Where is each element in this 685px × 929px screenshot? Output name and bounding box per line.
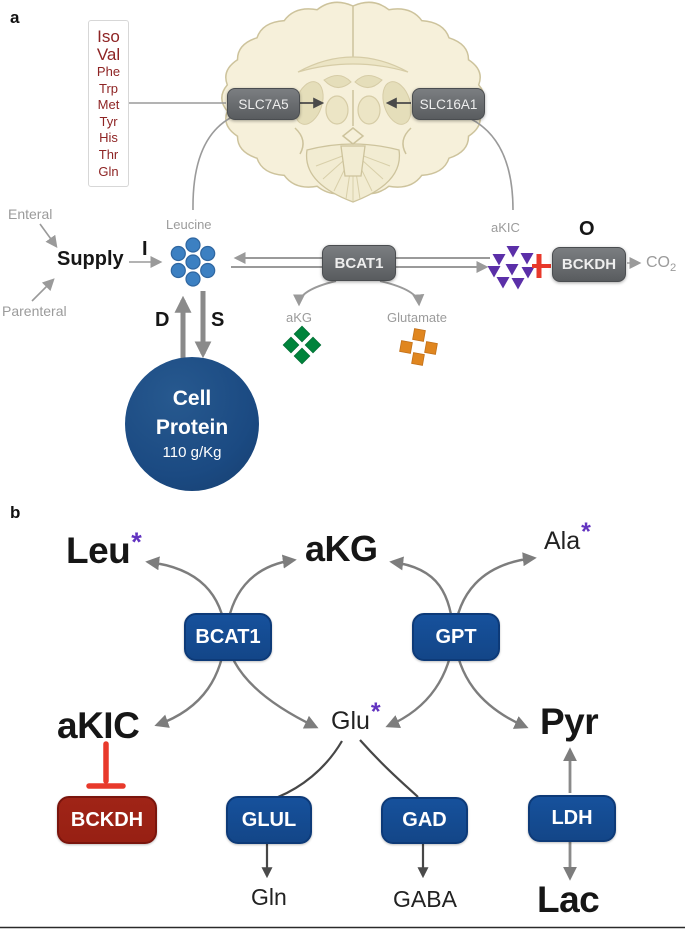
parenteral-label: Parenteral (2, 303, 67, 319)
slc16a1-to-akic-curve (466, 116, 514, 211)
input-flux-label: I (142, 238, 148, 260)
glutamate-label-a: Glutamate (387, 310, 447, 325)
bckdh-enzyme-box-b: BCKDH (57, 796, 157, 844)
cell-protein-line1: Cell (172, 387, 212, 410)
akg-label-b: aKG (305, 528, 378, 569)
supply-label: Supply (57, 248, 124, 270)
parenteral-to-supply-arrow (31, 278, 55, 302)
panel-a-label: a (10, 8, 20, 27)
synthesis-flux-label: S (211, 309, 225, 331)
ldh-enzyme-box: LDH (528, 795, 616, 842)
ala-asterisk: * (581, 518, 591, 546)
cell-protein-line2: Protein (155, 416, 229, 439)
leu-label: Leu* (66, 527, 142, 571)
glu-label: Glu* (331, 698, 381, 735)
gln-label: Gln (251, 884, 287, 910)
amino-acid-his: His (99, 130, 118, 146)
gad-enzyme-box: GAD (381, 797, 468, 844)
glu-asterisk: * (370, 698, 381, 726)
lac-label: Lac (537, 879, 600, 920)
akg-label-a: aKG (286, 310, 313, 325)
amino-acid-tyr: Tyr (99, 113, 118, 129)
pyr-label: Pyr (540, 701, 599, 742)
amino-acid-thr: Thr (98, 146, 119, 162)
degradation-flux-label: D (155, 309, 170, 331)
glu-to-glul-curve (277, 740, 343, 799)
amino-acid-phe: Phe (96, 64, 121, 79)
slc16a1-transporter-box: SLC16A1 (412, 88, 485, 120)
gaba-label: GABA (393, 886, 457, 912)
enteral-label: Enteral (8, 206, 53, 222)
leucine-label: Leucine (166, 217, 212, 232)
amino-acid-val: Val (96, 45, 121, 64)
bcat1-to-akg-arrow (293, 280, 337, 307)
amino-acid-met: Met (97, 97, 120, 113)
akic-label-b: aKIC (57, 705, 140, 746)
glutamate-squares-icon (399, 328, 438, 366)
ala-label: Ala* (544, 518, 591, 555)
amino-acid-trp: Trp (98, 80, 119, 96)
glul-enzyme-box: GLUL (226, 796, 312, 844)
co2-label: CO2 (646, 254, 677, 275)
glu-to-gad-curve (359, 739, 419, 798)
slc7a5-to-leucine-curve (192, 116, 233, 211)
panel-b-label: b (10, 503, 21, 522)
akic-label-a: aKIC (491, 220, 520, 235)
bckdh-enzyme-box-a: BCKDH (552, 247, 626, 282)
akic-inhibits-bckdh-bar-b (86, 741, 126, 789)
enteral-to-supply-arrow (39, 223, 58, 248)
bcat1-enzyme-box-b: BCAT1 (184, 613, 272, 661)
leucine-dots-icon (170, 237, 216, 287)
amino-acid-iso: Iso (97, 27, 120, 46)
cell-protein-amount: 110 g/Kg (162, 444, 222, 461)
brain-illustration (221, 1, 485, 203)
output-flux-label: O (579, 218, 595, 240)
cell-protein-pool: Cell Protein 110 g/Kg (125, 357, 259, 491)
amino-acid-list: Iso Val Phe Trp Met Tyr His Thr Gln (88, 20, 129, 188)
bcat1-to-glutamate-arrow (379, 280, 425, 307)
akic-inhibits-bckdh-bar (532, 254, 551, 278)
gpt-enzyme-box: GPT (412, 613, 500, 661)
akic-triangles-icon (487, 246, 535, 290)
bcat1-enzyme-box-a: BCAT1 (322, 245, 396, 281)
slc7a5-transporter-box: SLC7A5 (227, 88, 300, 120)
brainstem-shape (340, 145, 366, 177)
akg-diamonds-icon (282, 325, 322, 365)
amino-acid-gln: Gln (98, 163, 119, 179)
leu-asterisk: * (131, 527, 142, 557)
